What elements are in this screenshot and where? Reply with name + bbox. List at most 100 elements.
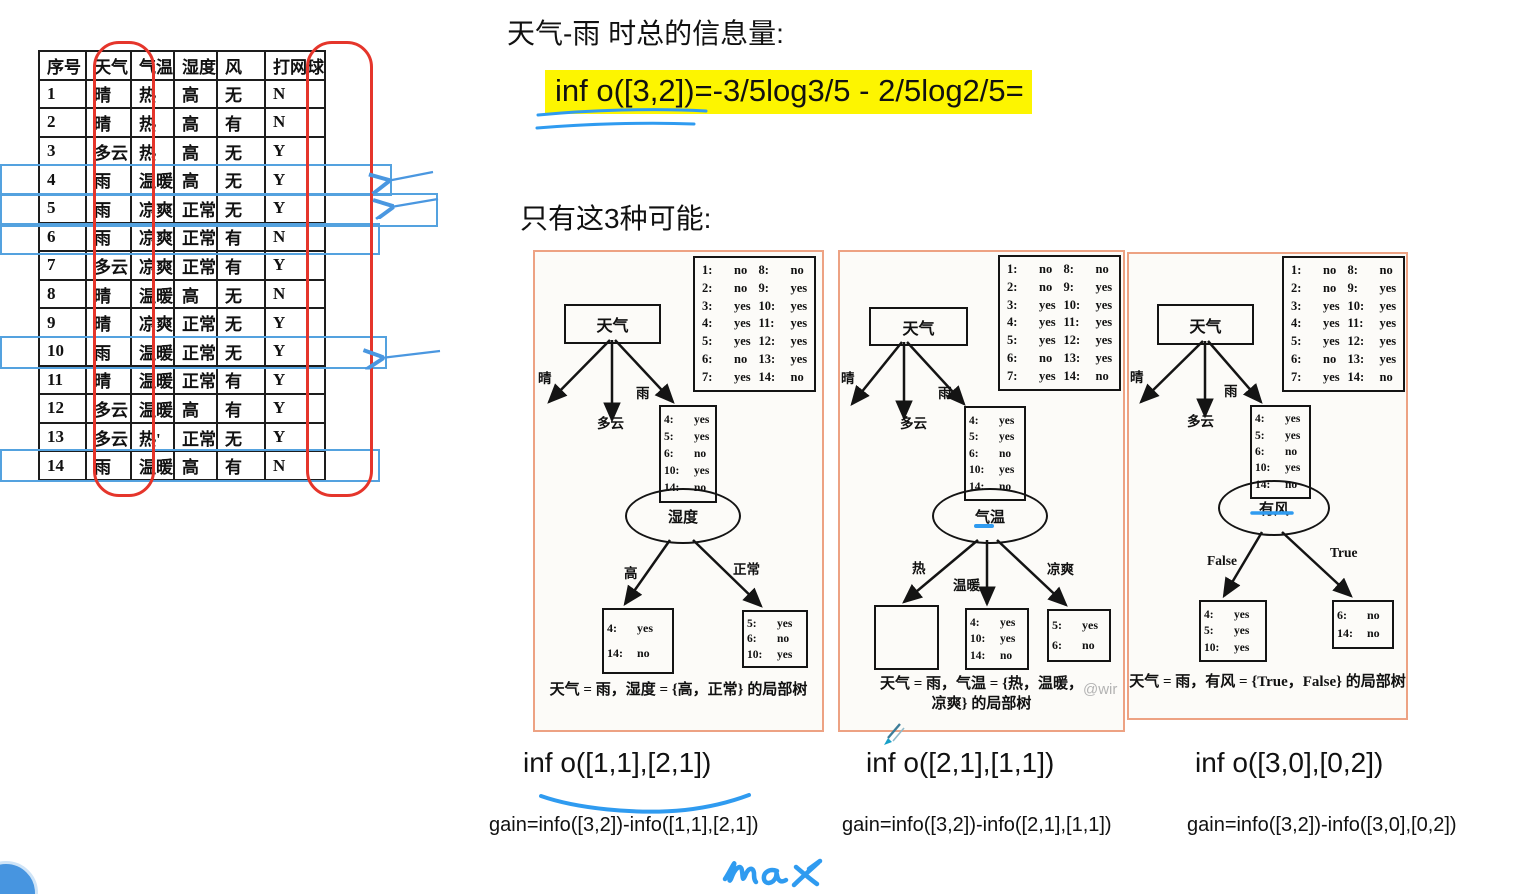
list-item: 3:yes — [1291, 298, 1340, 313]
table-cell: 4 — [38, 164, 87, 195]
list-item: 14:no — [1063, 368, 1109, 383]
branch-label-sun: 晴 — [538, 371, 552, 386]
branch-label-rain: 雨 — [938, 386, 952, 401]
list-item: 10:yes — [747, 648, 793, 661]
table-header-cell: 风 — [216, 50, 266, 81]
list-item: 4:yes — [664, 414, 710, 426]
list-item: 8:no — [758, 263, 804, 277]
list-item: 6:no — [747, 633, 790, 645]
list-item: 14:no — [607, 645, 650, 660]
list-item: 10:yes — [664, 465, 710, 477]
branch-label-sun: 晴 — [841, 371, 855, 386]
table-cell: 9 — [38, 307, 87, 338]
table-cell: 无 — [216, 421, 266, 453]
blue-highlight-row-6 — [0, 223, 380, 255]
list-item: 11:yes — [1347, 316, 1397, 331]
tree-caption: 天气 = 雨，有风 = {True，False} 的局部树 — [1129, 672, 1406, 692]
red-highlight-weather-column — [93, 41, 155, 497]
table-cell: 8 — [38, 278, 87, 310]
blue-highlight-row-14 — [0, 449, 380, 482]
list-item: 2:no — [702, 280, 748, 295]
list-item: 5:yes — [969, 431, 1015, 443]
watermark: @wir — [1083, 681, 1118, 698]
root-node: 天气 — [869, 307, 968, 346]
subtitle: 只有这3种可能: — [520, 203, 712, 234]
list-item: 4:yes — [969, 414, 1015, 427]
list-item: 3:yes — [702, 298, 751, 313]
caption-line: 天气 = 雨，湿度 = {高，正常} 的局部树 — [549, 682, 808, 698]
list-item: 6:no — [1052, 638, 1095, 652]
table-cell: 正常 — [173, 307, 218, 338]
list-item: 10:yes — [1063, 297, 1113, 312]
list-item: 6:no — [1337, 607, 1380, 622]
list-item: 5:yes — [747, 617, 793, 630]
table-cell: 有 — [216, 107, 266, 138]
highlighted-formula: inf o([3,2])=-3/5log3/5 - 2/5log2/5= — [545, 70, 1032, 114]
list-item: 13:yes — [1063, 351, 1113, 366]
table-cell: 11 — [38, 364, 87, 396]
list-item: 3:yes — [1007, 297, 1056, 312]
list-item: 6:no — [702, 352, 748, 367]
branch-label-rain: 雨 — [636, 386, 650, 401]
info-formula-1: inf o([1,1],[2,1]) — [523, 747, 712, 778]
table-cell: 雨 — [85, 335, 132, 367]
table-cell: 晴 — [85, 78, 132, 110]
tree-edges — [547, 339, 763, 608]
table-cell: 无 — [216, 78, 266, 110]
table-cell: 晴 — [85, 107, 132, 138]
gain-formula-1: gain=info([3,2])-info([1,1],[2,1]) — [489, 814, 759, 836]
handwritten-max-annotation — [722, 858, 823, 888]
list-item: 13:yes — [758, 352, 808, 367]
tree-edges — [1139, 340, 1353, 599]
tree-edges — [850, 341, 1068, 607]
table-cell: 晴 — [85, 307, 132, 338]
list-item: 11:yes — [758, 316, 808, 331]
list-item: 7:yes — [702, 369, 751, 384]
table-cell: 晴 — [85, 278, 132, 310]
list-item: 9:yes — [1063, 279, 1113, 294]
table-cell: Y — [264, 250, 326, 281]
table-cell: 有 — [216, 250, 266, 281]
table-cell: 高 — [173, 135, 218, 167]
list-item: 6:no — [1007, 351, 1053, 366]
list-item: 14:no — [1337, 626, 1380, 641]
table-cell: 无 — [216, 307, 266, 338]
table-cell: 10 — [38, 335, 87, 367]
table-header-cell: 湿度 — [173, 50, 218, 81]
table-cell: Y — [264, 192, 326, 224]
table-cell: 多云 — [85, 250, 132, 281]
table-cell: 高 — [173, 164, 218, 195]
split-node: 气温 — [932, 488, 1048, 544]
list-item: 2:no — [1291, 280, 1337, 295]
list-item: 6:no — [969, 447, 1012, 460]
list-item: 4:yes — [1255, 413, 1301, 426]
list-item: 4:yes — [1007, 315, 1056, 330]
caption-line: 天气 = 雨，有风 = {True，False} 的局部树 — [1129, 674, 1406, 690]
split-label-true: True — [1330, 545, 1358, 560]
table-cell: 正常 — [173, 250, 218, 281]
split-label-false: False — [1207, 553, 1237, 568]
gain-formula-2: gain=info([3,2])-info([2,1],[1,1]) — [842, 814, 1112, 836]
list-item: 10:yes — [969, 464, 1015, 476]
table-cell: 多云 — [85, 421, 132, 453]
table-cell: 正常 — [173, 421, 218, 453]
list-item: 5:yes — [1291, 334, 1340, 349]
